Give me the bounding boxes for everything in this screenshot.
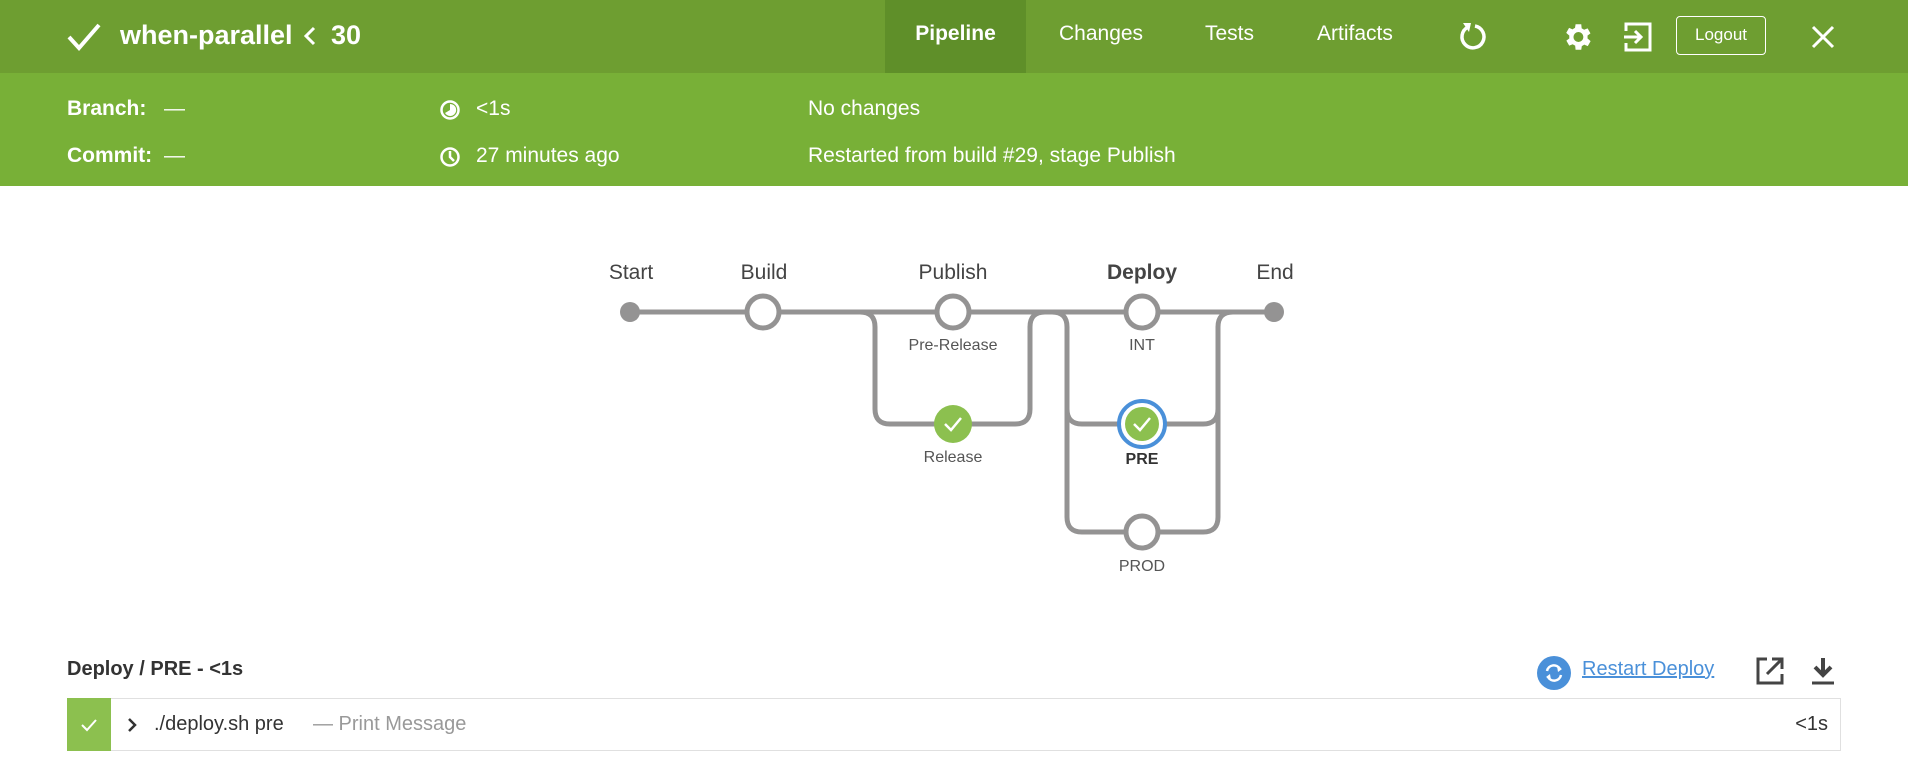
duration: <1s (476, 97, 511, 120)
close-icon[interactable] (1810, 24, 1836, 50)
expand-chevron-icon[interactable] (126, 717, 138, 733)
release-check-icon (944, 417, 962, 432)
step-heading: Deploy / PRE - <1s (67, 658, 244, 680)
tab-changes[interactable]: Changes (1059, 22, 1144, 45)
success-check-icon (67, 23, 101, 52)
check-icon (81, 719, 97, 732)
clock-icon (440, 147, 460, 167)
step-duration: <1s (1795, 713, 1828, 735)
tab-tests[interactable]: Tests (1205, 22, 1255, 45)
commit-label: Commit: (67, 144, 153, 167)
stage-publish-label: Publish (918, 261, 988, 284)
int-label: INT (1129, 337, 1155, 354)
prod-node[interactable] (1123, 513, 1161, 551)
pre-label: PRE (1125, 451, 1159, 468)
release-node[interactable] (934, 405, 972, 443)
stage-start-label: Start (608, 261, 654, 284)
int-node[interactable] (1123, 293, 1161, 331)
run-cause: Restarted from build #29, stage Publish (808, 144, 1176, 167)
start-node (620, 302, 640, 322)
duration-icon (440, 100, 460, 120)
stage-end-label: End (1256, 261, 1294, 284)
restart-icon[interactable] (1537, 656, 1571, 690)
tab-artifacts[interactable]: Artifacts (1317, 22, 1393, 45)
step-description: — Print Message (313, 713, 467, 735)
restart-deploy-link[interactable]: Restart Deploy (1582, 658, 1715, 680)
pre-release-label: Pre-Release (908, 337, 998, 354)
run-summary: Branch: — Commit: — <1s 27 minutes ago N… (0, 73, 1908, 186)
release-label: Release (923, 449, 983, 466)
chevron-left-icon (303, 26, 316, 46)
step-row[interactable]: ./deploy.sh pre — Print Message <1s (67, 698, 1841, 751)
download-icon[interactable] (1809, 656, 1837, 686)
stage-deploy-label: Deploy (1106, 261, 1178, 284)
pre-check-icon (1133, 417, 1151, 432)
branch-value: — (164, 97, 185, 120)
changes-text: No changes (808, 97, 921, 120)
tab-pipeline[interactable]: Pipeline (885, 0, 1026, 73)
commit-value: — (164, 144, 185, 167)
logout-button[interactable]: Logout (1676, 16, 1766, 55)
step-status-success (67, 698, 111, 751)
exit-icon[interactable] (1622, 21, 1654, 53)
branch-label: Branch: (67, 97, 147, 120)
end-node (1264, 302, 1284, 322)
step-command: ./deploy.sh pre (154, 713, 284, 735)
stage-build-label: Build (740, 261, 788, 284)
prod-label: PROD (1118, 558, 1166, 575)
rerun-icon[interactable] (1458, 21, 1490, 53)
open-external-icon[interactable] (1755, 656, 1785, 686)
settings-gear-icon[interactable] (1560, 20, 1594, 54)
start-time: 27 minutes ago (476, 144, 620, 167)
pre-release-node[interactable] (934, 293, 972, 331)
run-number: 30 (331, 20, 362, 50)
top-bar: when-parallel 30 Pipeline Changes Tests … (0, 0, 1908, 73)
pipeline-title[interactable]: when-parallel (120, 20, 293, 50)
build-node[interactable] (744, 293, 782, 331)
